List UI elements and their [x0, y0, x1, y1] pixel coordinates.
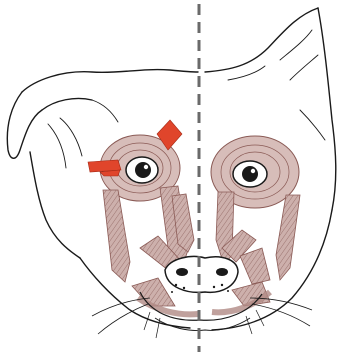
left-cheek-muscles [103, 186, 198, 314]
nose [165, 257, 238, 294]
right-cheek-muscles [212, 192, 300, 312]
whiskers [92, 298, 312, 334]
left-eye [126, 157, 158, 183]
right-eye [233, 161, 267, 187]
